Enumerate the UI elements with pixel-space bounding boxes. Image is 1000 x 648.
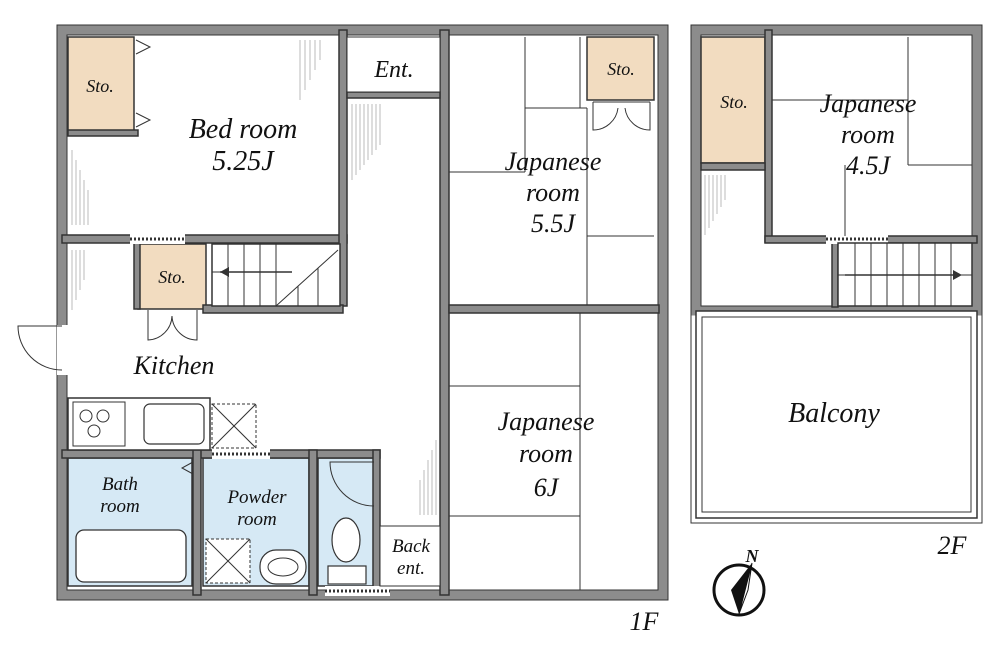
tatami-upper [449,37,654,305]
label-bedroom-size: 5.25J [212,146,275,177]
label-bedroom-name: Bed room [189,114,298,145]
label-first-floor: 1F [630,607,660,636]
label-second-floor: 2F [938,531,968,560]
storage-second-floor [700,36,766,164]
stairs-second-floor [837,242,973,307]
entrance-area [346,36,441,93]
label-bath-line2: room [100,496,139,517]
north-arrow-icon: N [712,546,766,617]
storage-stairs [137,243,207,310]
kitchen-counter [67,397,257,451]
label-japanese-lower-line1: Japanese [498,407,595,436]
label-kitchen: Kitchen [133,351,215,380]
second-floor-plan: Sto. Japanese room 4.5J Balcony 2F [690,24,983,560]
first-floor-plan: Sto. Bed room 5.25J Ent. Sto. Kitchen Ba… [17,24,669,636]
label-entrance: Ent. [373,57,413,83]
label-japanese-upper-line1: Japanese [505,147,602,176]
label-powder-line1: Powder [226,487,287,508]
label-bath-line1: Bath [102,474,138,495]
bathtub [75,529,187,583]
label-japanese-upper-line2: room [526,178,580,207]
label-japanese-2f-line2: room [841,120,895,149]
label-japanese-lower-size: 6J [534,473,560,502]
label-japanese-lower-line2: room [519,439,573,468]
balcony [695,310,978,519]
toilet-fixture [327,461,375,585]
kitchen-side-door [17,325,63,371]
storage-bedroom [67,36,135,133]
tatami-lower [449,313,581,590]
label-storage-japanese: Sto. [607,59,635,79]
label-powder-line2: room [237,509,276,530]
back-entrance-area [379,525,441,587]
label-back-entrance-line2: ent. [397,558,425,579]
stairs-first-floor [211,243,341,307]
storage-japanese [586,36,655,101]
label-back-entrance-line1: Back [392,536,431,557]
label-japanese-2f-size: 4.5J [846,151,892,180]
label-storage-stairs: Sto. [158,267,186,287]
compass-label: N [745,546,760,566]
label-japanese-2f-line1: Japanese [820,89,917,118]
label-balcony: Balcony [788,398,880,429]
label-storage-second-floor: Sto. [720,92,748,112]
label-japanese-upper-size: 5.5J [531,209,577,238]
label-storage-bedroom: Sto. [86,76,114,96]
